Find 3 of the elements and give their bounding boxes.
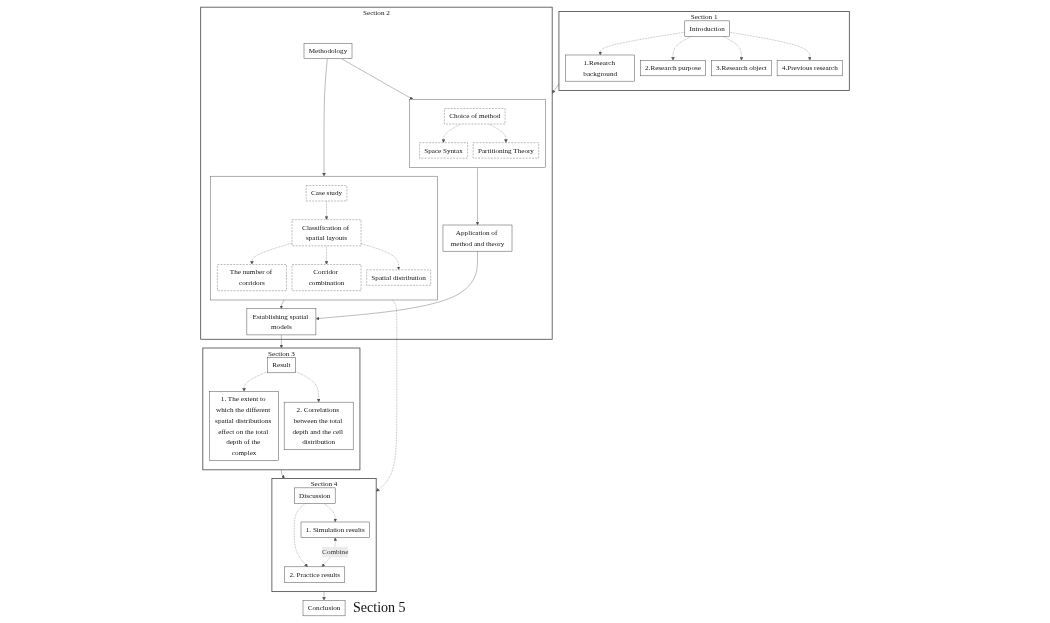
cluster xyxy=(409,99,546,168)
section-label: Section 5 xyxy=(353,600,406,617)
cluster xyxy=(210,175,438,301)
